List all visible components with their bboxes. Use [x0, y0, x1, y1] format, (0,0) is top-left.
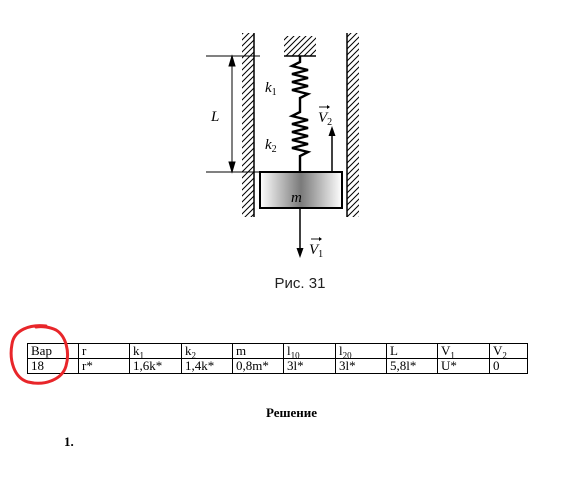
value-cell: r* — [78, 358, 130, 374]
header-cell: V2 — [489, 343, 528, 359]
header-cell: l20 — [335, 343, 387, 359]
value-cell: 1,4k* — [181, 358, 233, 374]
value-cell: 0,8m* — [232, 358, 284, 374]
velocity-v2-arrow — [328, 126, 336, 172]
right-wall — [346, 33, 359, 217]
svg-text:V2: V2 — [318, 110, 332, 128]
table-row: 18 r* 1,6k* 1,4k* 0,8m* 3l* 3l* 5,8l* U*… — [27, 358, 528, 374]
header-cell: Вар — [27, 343, 79, 359]
value-cell: 3l* — [283, 358, 336, 374]
value-cell: 0 — [489, 358, 528, 374]
dimension-L — [206, 54, 262, 174]
spring-k2 — [288, 105, 312, 172]
value-cell: 3l* — [335, 358, 387, 374]
label-k1: k1 — [265, 80, 277, 98]
value-cell: 1,6k* — [129, 358, 182, 374]
table-header-row: Вар r k1 k2 m l10 l20 L V1 V2 — [27, 343, 528, 359]
label-k2: k2 — [265, 137, 277, 155]
label-L: L — [210, 109, 219, 125]
mechanics-figure: L k1 k2 m V2 V1 Рис. 31 — [206, 33, 359, 292]
header-cell: l10 — [283, 343, 336, 359]
solution-heading: Решение — [265, 405, 318, 420]
top-support — [284, 36, 316, 57]
header-cell: k1 — [129, 343, 182, 359]
velocity-v1-arrow — [296, 208, 304, 258]
left-wall — [242, 33, 255, 217]
svg-text:V1: V1 — [309, 242, 323, 260]
spring-k1 — [288, 56, 312, 105]
value-cell: 18 — [27, 358, 79, 374]
header-cell: r — [78, 343, 130, 359]
step-number: 1. — [64, 434, 74, 449]
label-v2: V2 — [318, 105, 332, 128]
label-v1: V1 — [309, 237, 323, 260]
parameter-table: Вар r k1 k2 m l10 l20 L V1 V2 18 r* 1,6k… — [27, 343, 528, 374]
header-cell: L — [386, 343, 438, 359]
figure-caption: Рис. 31 — [275, 275, 326, 292]
header-cell: k2 — [181, 343, 233, 359]
value-cell: 5,8l* — [386, 358, 438, 374]
header-cell: V1 — [437, 343, 490, 359]
label-m: m — [291, 190, 302, 206]
mass-block — [259, 171, 343, 209]
value-cell: U* — [437, 358, 490, 374]
header-cell: m — [232, 343, 284, 359]
